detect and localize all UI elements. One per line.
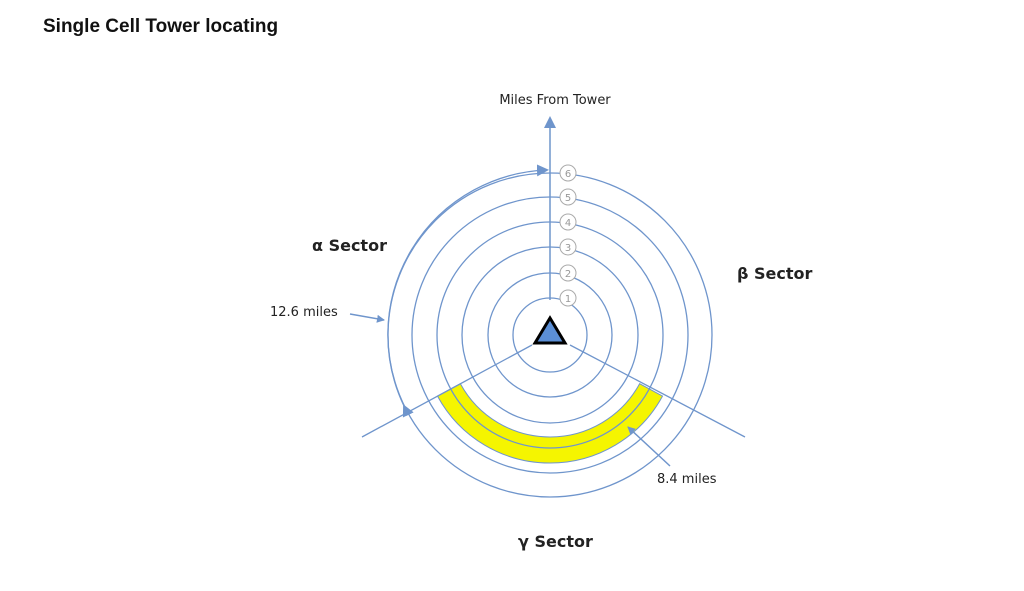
beta-sector-label: β Sector xyxy=(737,264,813,283)
outer-range-arrow xyxy=(349,313,385,323)
sector-divider-right xyxy=(569,344,746,438)
outer-range-label: 12.6 miles xyxy=(270,305,338,320)
page-title: Single Cell Tower locating xyxy=(43,16,279,37)
ring-label-text: 2 xyxy=(565,269,571,280)
band-range-label: 8.4 miles xyxy=(657,472,717,487)
ring-label-text: 1 xyxy=(565,294,571,305)
ring-label-5: 5 xyxy=(559,188,577,206)
gamma-sector-label: γ Sector xyxy=(518,532,593,551)
ring-label-6: 6 xyxy=(559,164,577,182)
ring-label-text: 6 xyxy=(565,169,571,180)
ring-label-text: 3 xyxy=(565,243,571,254)
alpha-sector-label: α Sector xyxy=(312,236,387,255)
ring-label-2: 2 xyxy=(559,264,577,282)
axis-label: Miles From Tower xyxy=(499,93,611,108)
ring-label-3: 3 xyxy=(559,238,577,256)
band-range-arrow xyxy=(627,426,671,467)
sector-divider-left xyxy=(361,344,533,438)
ring-label-1: 1 xyxy=(559,289,577,307)
ring-label-text: 5 xyxy=(565,193,571,204)
ring-label-4: 4 xyxy=(559,213,577,231)
tower-icon xyxy=(532,315,568,345)
ring-label-text: 4 xyxy=(565,218,571,229)
range-arc xyxy=(387,164,549,418)
